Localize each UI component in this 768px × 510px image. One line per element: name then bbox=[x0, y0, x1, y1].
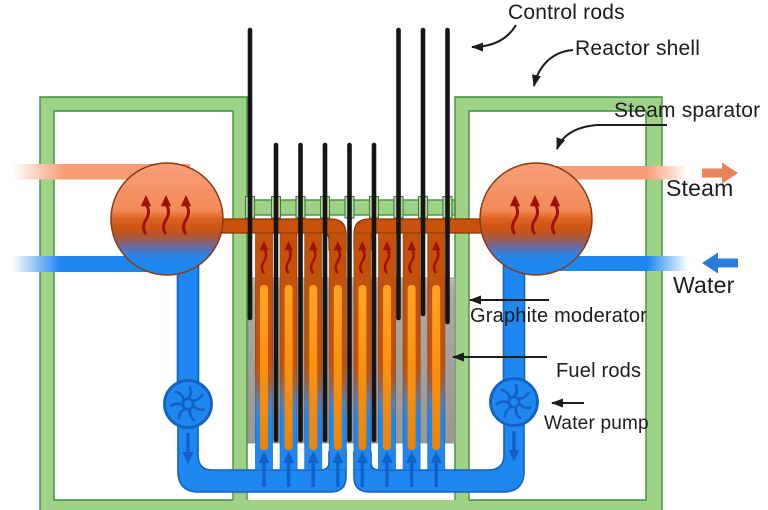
fuel-rod bbox=[358, 285, 367, 450]
steam-flow-arrow bbox=[702, 162, 738, 184]
reactor-shell-label: Reactor shell bbox=[575, 37, 701, 60]
fuel-rod bbox=[284, 285, 293, 450]
water-pump-left bbox=[163, 379, 213, 429]
fuel-rod bbox=[333, 285, 342, 450]
fuel-rod bbox=[383, 285, 391, 450]
core-bottom-shell bbox=[233, 500, 469, 510]
fuel-rod bbox=[309, 285, 318, 450]
steam-pipe-right bbox=[550, 166, 690, 180]
steam-separator-label: Steam sparator bbox=[614, 99, 761, 122]
downcomer-left bbox=[176, 257, 200, 391]
reactor-shell-right bbox=[454, 96, 663, 510]
fuel-rod bbox=[407, 285, 416, 450]
reactor-shell-left bbox=[39, 96, 248, 510]
fuel-rod bbox=[260, 285, 268, 450]
steam-label: Steam bbox=[666, 175, 734, 201]
steam-separator-right bbox=[479, 162, 593, 276]
water-flow-arrow bbox=[702, 252, 738, 274]
feedwater-pipe-right bbox=[545, 256, 690, 271]
reactor-shell-arrow bbox=[531, 49, 574, 87]
water-pump-label: Water pump bbox=[544, 413, 649, 434]
control-rods-label: Control rods bbox=[508, 1, 625, 24]
fuel-rod bbox=[432, 285, 441, 450]
steam-separator-left bbox=[110, 162, 224, 276]
feedwater-pipe-left bbox=[12, 256, 162, 272]
graphite-moderator-label: Graphite moderator bbox=[470, 305, 648, 327]
water-label: Water bbox=[673, 272, 735, 298]
steam-separator-arrow bbox=[556, 124, 667, 150]
water-pump-right bbox=[489, 377, 539, 427]
fuel-rods-label: Fuel rods bbox=[556, 360, 642, 382]
control-rods-arrow bbox=[471, 24, 517, 52]
